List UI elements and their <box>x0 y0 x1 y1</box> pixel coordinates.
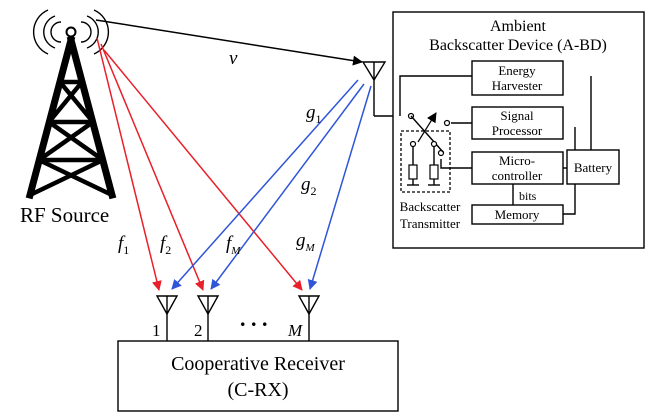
channel-g1-label: g1 <box>306 102 322 126</box>
channel-g2-base: g <box>301 174 311 195</box>
channel-v-label: v <box>229 48 238 69</box>
channel-g1-base: g <box>306 102 316 123</box>
receiver-antenna-icon <box>297 295 321 341</box>
channel-fM-sub: M <box>230 245 241 257</box>
microcontroller-line1: Micro- <box>499 153 535 168</box>
channel-f1-label: f1 <box>118 233 129 257</box>
channel-fM-base: f <box>226 233 234 254</box>
radio-tower-icon <box>25 9 117 200</box>
load-impedance-icon <box>407 140 440 186</box>
energy-harvester-box <box>471 60 564 96</box>
channel-fM-label: fM <box>226 233 241 257</box>
channel-fM-arrow <box>103 49 303 291</box>
memory-box <box>471 204 564 225</box>
battery-box <box>566 149 620 185</box>
abd-title-line1: Ambient <box>490 18 547 35</box>
energy-harvester-line1: Energy <box>498 63 536 78</box>
channel-f2-arrow <box>100 43 205 291</box>
channel-g2-sub: 2 <box>311 184 317 198</box>
abd-title-line2: Backscatter Device (A-BD) <box>429 37 607 54</box>
channel-gM-sub: M <box>305 242 316 254</box>
antenna-2-label: 2 <box>194 321 203 340</box>
channel-f2-label: f2 <box>160 233 171 257</box>
microcontroller-box <box>471 151 564 185</box>
antenna-dots: . . . <box>240 306 268 331</box>
battery-label: Battery <box>574 160 613 175</box>
antenna-m-label: M <box>287 321 303 340</box>
signal-processor-line1: Signal <box>500 108 534 123</box>
channel-gM-base: g <box>296 230 306 251</box>
channel-f2-sub: 2 <box>165 243 171 257</box>
bt-label-line1: Backscatter <box>400 199 461 214</box>
receiver-title-line2: (C-RX) <box>227 379 288 401</box>
channel-f1-arrow <box>96 37 162 291</box>
channel-g2-arrow <box>210 83 365 290</box>
memory-label: Memory <box>495 207 540 222</box>
receiver-antenna-icon <box>155 295 179 341</box>
energy-harvester-line2: Harvester <box>492 78 543 93</box>
antenna-1-label: 1 <box>152 321 161 340</box>
receiver-box <box>117 340 399 412</box>
channel-f1-base: f <box>118 233 126 254</box>
switch-icon <box>407 112 451 157</box>
channel-g2-label: g2 <box>301 174 317 198</box>
bt-label-line2: Transmitter <box>400 216 461 231</box>
channel-gM-arrow <box>307 85 372 290</box>
channel-f2-base: f <box>160 233 168 254</box>
rf-source-label: RF Source <box>20 203 109 227</box>
channel-v-arrow <box>95 19 363 66</box>
receiver-antenna-icon <box>196 295 220 341</box>
channel-gM-label: gM <box>296 230 316 254</box>
channel-g1-sub: 1 <box>316 112 322 126</box>
microcontroller-line2: controller <box>492 168 543 183</box>
bits-label: bits <box>519 189 537 203</box>
signal-processor-box <box>471 106 564 140</box>
receiver-title-line1: Cooperative Receiver <box>171 353 345 375</box>
signal-processor-line2: Processor <box>492 123 543 138</box>
channel-g1-arrow <box>171 79 359 290</box>
channel-f1-sub: 1 <box>123 243 129 257</box>
